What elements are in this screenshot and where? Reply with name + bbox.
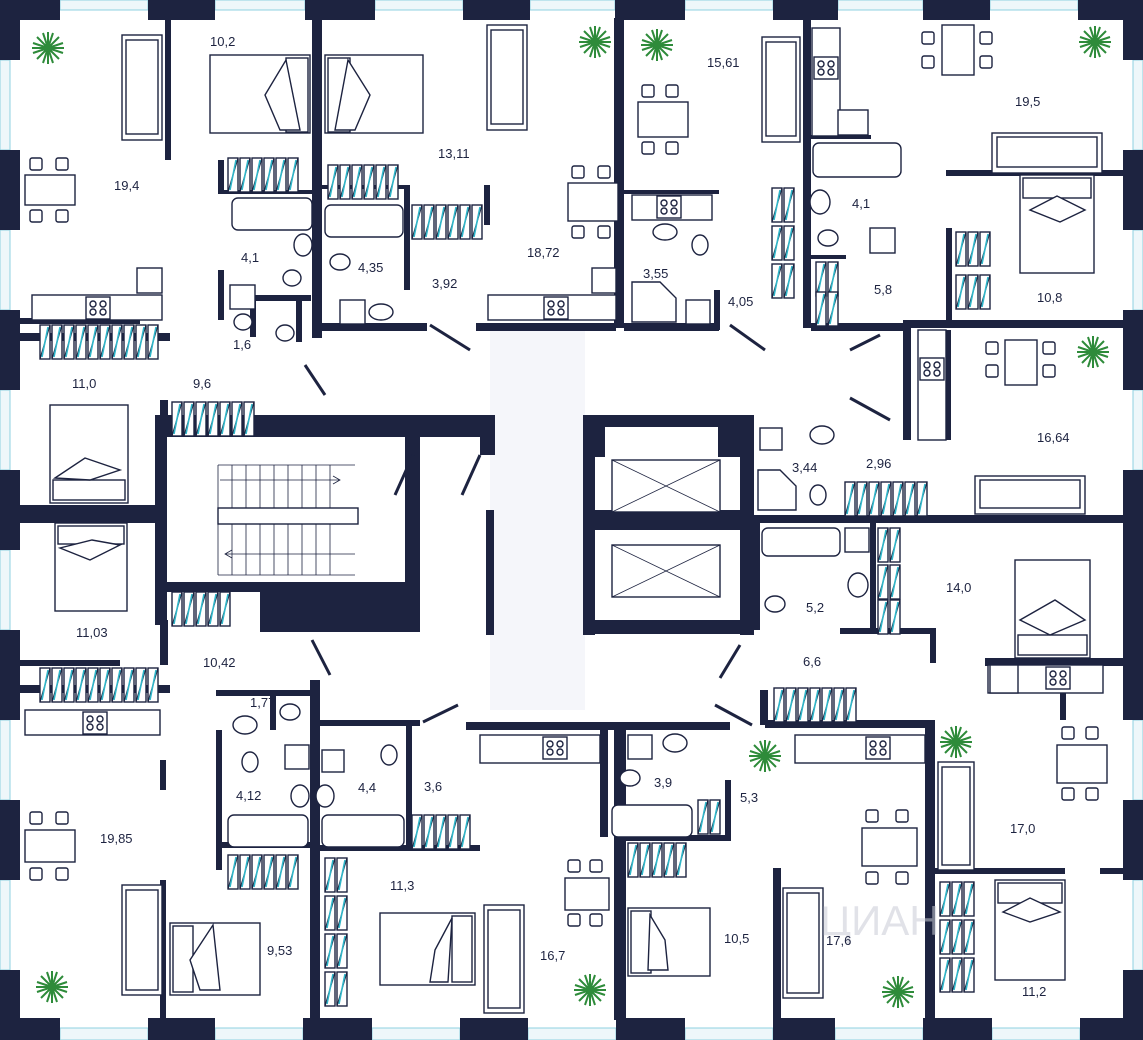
area-hall-3-6: 3,6: [424, 779, 442, 794]
area-bedroom-11-0: 11,0: [72, 376, 96, 391]
area-hall-9-6: 9,6: [193, 376, 211, 391]
area-bedroom-9-53: 9,53: [267, 943, 292, 958]
area-bedroom-11-3: 11,3: [390, 878, 414, 893]
area-bath-3-9: 3,9: [654, 775, 672, 790]
area-hall-6-6: 6,6: [803, 654, 821, 669]
area-bath-4-12: 4,12: [236, 788, 261, 803]
area-hall-4-05: 4,05: [728, 294, 753, 309]
area-bath-3-44: 3,44: [792, 460, 817, 475]
area-hall-5-3: 5,3: [740, 790, 758, 805]
area-living-17-0: 17,0: [1010, 821, 1035, 836]
area-bath-3-55: 3,55: [643, 266, 668, 281]
area-bedroom-10-5: 10,5: [724, 931, 749, 946]
dining-sets: [24, 24, 1108, 927]
area-hall-3-92: 3,92: [432, 276, 457, 291]
area-living-18-72: 18,72: [527, 245, 560, 260]
area-bedroom-11-03: 11,03: [76, 625, 108, 640]
corridor: [490, 330, 585, 710]
kitchens: [24, 27, 1104, 764]
area-hall-2-96: 2,96: [866, 456, 891, 471]
area-living-16-64: 16,64: [1037, 430, 1070, 445]
area-bedroom-11-2: 11,2: [1022, 984, 1046, 999]
area-bedroom-top: 10,2: [210, 34, 235, 49]
area-bedroom-14-0: 14,0: [946, 580, 971, 595]
area-living-19-85: 19,85: [100, 831, 133, 846]
area-bath-4-35: 4,35: [358, 260, 383, 275]
room-area-labels: 19,4 10,2 13,11 18,72 15,61 19,5 4,1 4,3…: [72, 34, 1070, 999]
area-wc-1-6: 1,6: [233, 337, 251, 352]
area-living-15-61: 15,61: [707, 55, 740, 70]
area-bath-4-4: 4,4: [358, 780, 376, 795]
area-bath-4-1-right: 4,1: [852, 196, 870, 211]
area-living-17-6: 17,6: [826, 933, 851, 948]
area-bath-4-1-left: 4,1: [241, 250, 259, 265]
staircase: [217, 464, 359, 576]
area-living-16-7: 16,7: [540, 948, 565, 963]
area-bedroom-10-8: 10,8: [1037, 290, 1062, 305]
watermark: ЦИАН: [820, 897, 940, 944]
beds: [49, 54, 1095, 996]
door-swings: [303, 323, 891, 727]
area-bedroom-13-11: 13,11: [438, 146, 470, 161]
sofas: [121, 24, 1103, 1014]
area-hall-5-8: 5,8: [874, 282, 892, 297]
area-bath-5-2: 5,2: [806, 600, 824, 615]
area-living-top-left: 19,4: [114, 178, 139, 193]
bathrooms: [227, 142, 902, 848]
area-wc-1-77: 1,77: [250, 695, 275, 710]
area-hall-10-42: 10,42: [203, 655, 236, 670]
elevators: [611, 459, 721, 598]
area-living-19-5: 19,5: [1015, 94, 1040, 109]
